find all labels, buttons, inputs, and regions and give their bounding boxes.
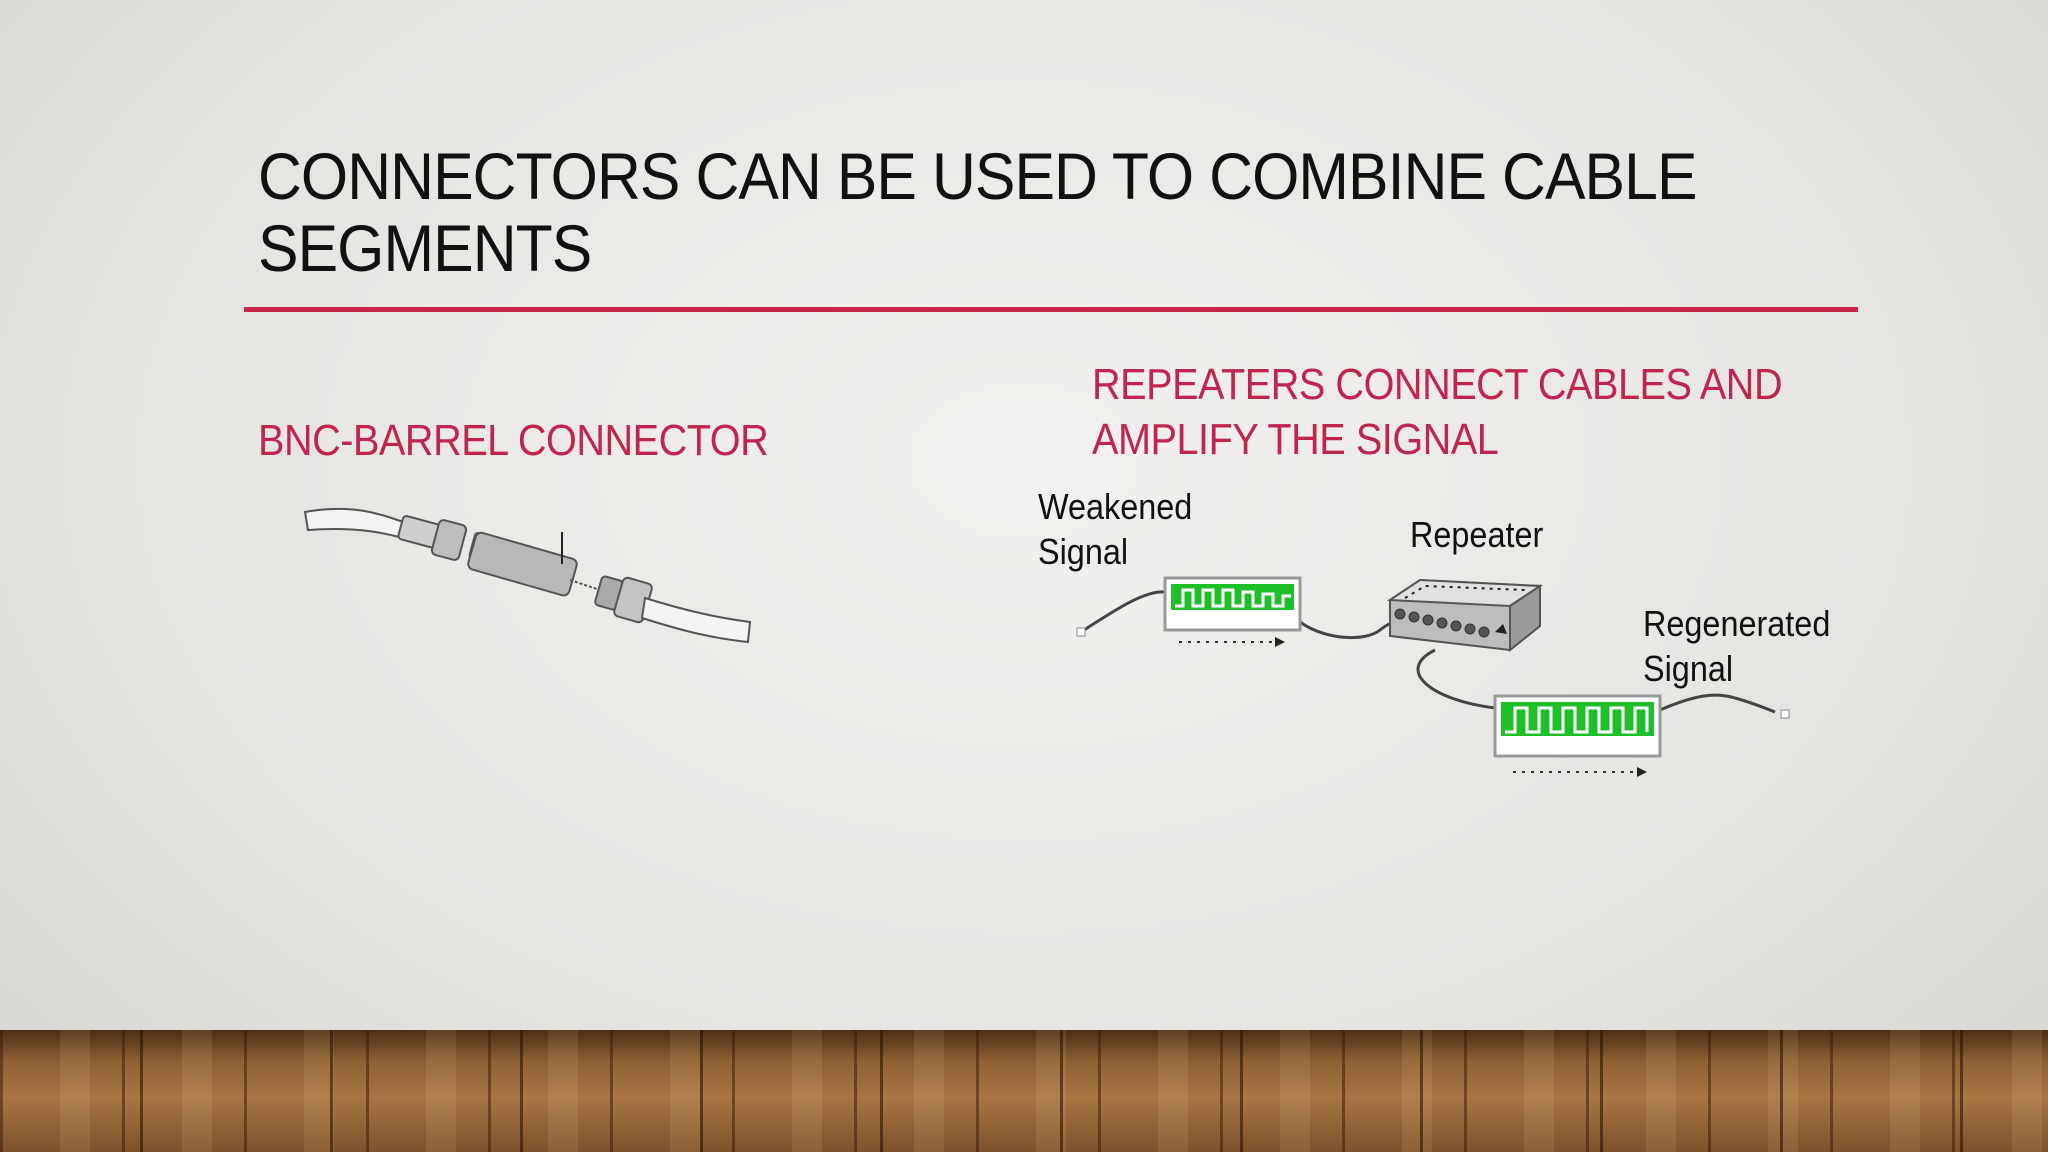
weakened-label-line1: Weakened [1038, 486, 1193, 527]
slide: CONNECTORS CAN BE USED TO COMBINE CABLE … [244, 139, 1858, 777]
repeater-label: Repeater [1410, 514, 1544, 555]
regenerated-label-line1: Regenerated [1643, 603, 1831, 644]
title-divider [244, 307, 1858, 312]
repeater-box [1386, 578, 1544, 653]
bnc-heading: BNC-BARREL CONNECTOR [258, 416, 769, 465]
wood-floor [0, 1030, 2048, 1152]
repeater-diagram [1076, 576, 1790, 777]
slide-title: CONNECTORS CAN BE USED TO COMBINE CABLE … [258, 139, 1697, 285]
weakened-signal-box [1163, 576, 1302, 647]
repeater-heading-line1: REPEATERS CONNECT CABLES AND [1092, 360, 1783, 409]
weakened-label-line2: Signal [1038, 531, 1129, 572]
regenerated-signal-box [1493, 694, 1662, 777]
bnc-barrel-connector-image [303, 507, 752, 644]
repeater-heading-line2: AMPLIFY THE SIGNAL [1092, 415, 1499, 464]
regenerated-label-line2: Signal [1643, 648, 1734, 689]
